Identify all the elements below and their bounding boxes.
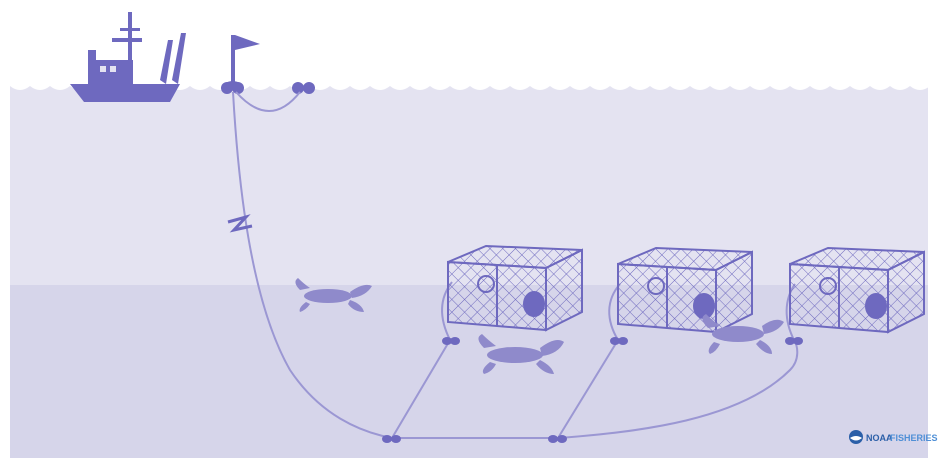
connector-beads [382, 337, 803, 443]
lobster-trap-2 [617, 246, 753, 334]
lobster-trap-3 [789, 246, 925, 334]
surface-buoy-2 [292, 82, 315, 94]
logo-secondary-text: FISHERIES [890, 433, 938, 443]
logo-primary-text: NOAA [866, 433, 893, 443]
lobster-2 [478, 334, 564, 374]
line-break-icon [227, 214, 253, 233]
surface-buoy-1 [221, 82, 244, 94]
noaa-fisheries-logo: NOAA FISHERIES [849, 430, 938, 444]
lobster-1 [295, 278, 372, 312]
lobster-3 [702, 314, 784, 354]
fishing-boat-icon [70, 12, 186, 102]
buoy-lines [232, 91, 799, 439]
lobster-trap-1 [447, 244, 583, 332]
